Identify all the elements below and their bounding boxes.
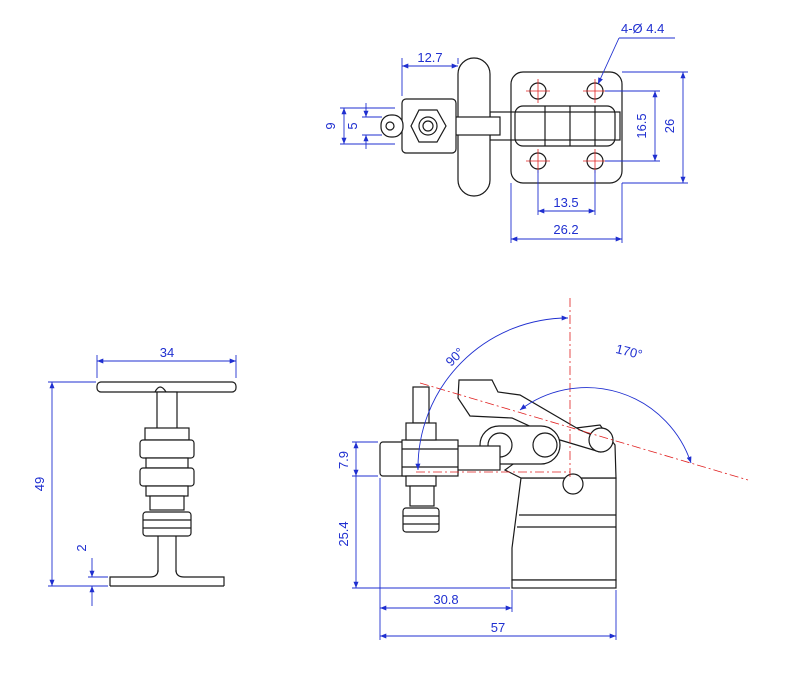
end-pad <box>142 511 192 537</box>
dim-34: 34 <box>160 345 174 360</box>
side-pivot-lower <box>562 473 584 495</box>
end-view: 34 49 2 <box>32 345 237 606</box>
top-spindle-tip <box>380 114 404 138</box>
dim-5: 5 <box>345 122 360 129</box>
dim-26-2: 26.2 <box>553 222 578 237</box>
dim-7-9: 7.9 <box>336 451 351 469</box>
dim-2: 2 <box>74 544 89 551</box>
dim-12-7: 12.7 <box>417 50 442 65</box>
end-body <box>139 439 195 459</box>
side-base-body <box>511 477 617 581</box>
dim-hole-spec: 4-Ø 4.4 <box>621 21 664 36</box>
dim-16-5: 16.5 <box>634 113 649 138</box>
top-hex-nut <box>410 109 447 143</box>
angle-170: 170° <box>614 341 644 362</box>
angle-90: 90° <box>443 345 468 370</box>
dim-9: 9 <box>323 122 338 129</box>
top-arm <box>489 111 621 141</box>
dim-57: 57 <box>491 620 505 635</box>
dim-49: 49 <box>32 477 47 491</box>
top-spindle-bore <box>418 116 438 136</box>
top-linkage <box>514 105 616 147</box>
end-handle <box>96 381 237 393</box>
dim-26: 26 <box>662 119 677 133</box>
dim-13-5: 13.5 <box>553 195 578 210</box>
dim-30-8: 30.8 <box>433 592 458 607</box>
side-base-plate <box>511 579 617 589</box>
angle-arc-170 <box>519 387 692 464</box>
top-view: 12.7 4-Ø 4.4 9 5 16.5 26 13.5 2 <box>323 21 688 243</box>
side-view: 90° 170° 7.9 25.4 30.8 57 <box>336 298 749 640</box>
side-spindle-pad <box>402 507 440 533</box>
angle-arc-90 <box>415 315 569 471</box>
dim-25-4: 25.4 <box>336 521 351 546</box>
top-base-plate <box>510 71 623 184</box>
top-mounting-holes <box>526 79 607 173</box>
end-shaft <box>156 391 178 433</box>
side-pivot-upper <box>588 427 614 453</box>
